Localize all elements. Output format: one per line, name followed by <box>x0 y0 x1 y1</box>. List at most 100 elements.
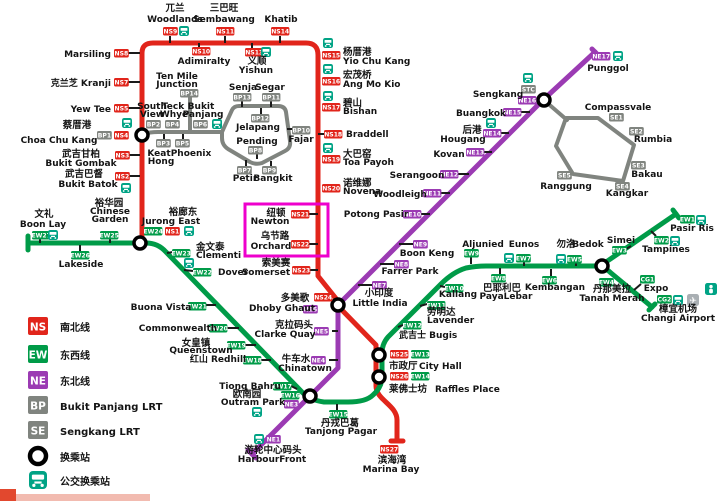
bus-icon-window <box>324 40 332 43</box>
legend-swatch <box>28 396 48 414</box>
station-label: Lavender <box>427 316 475 326</box>
station-code-badge-ne16-code: NE16 <box>518 97 536 104</box>
bus-icon-bumper <box>264 52 268 54</box>
station-code-badge-ew1-code: EW1 <box>680 216 695 223</box>
station-code-badge-ns14-bg <box>271 27 290 36</box>
station-changi-edge-icon[interactable] <box>705 283 717 295</box>
station-label: 欧南园 <box>233 388 262 400</box>
bus-icon-window <box>123 120 131 123</box>
airplane-icon: ✈ <box>687 294 699 307</box>
station-code-badge-bp12-code: BP12 <box>251 115 269 122</box>
station-code-badge-ew10-bg <box>445 284 464 293</box>
bus-icon-wheel <box>128 125 131 127</box>
station-label: 裕华园 <box>94 197 124 209</box>
station-code-badge-ns15-bg <box>322 51 341 60</box>
station-code-badge-ew2-code: EW2 <box>654 237 669 244</box>
